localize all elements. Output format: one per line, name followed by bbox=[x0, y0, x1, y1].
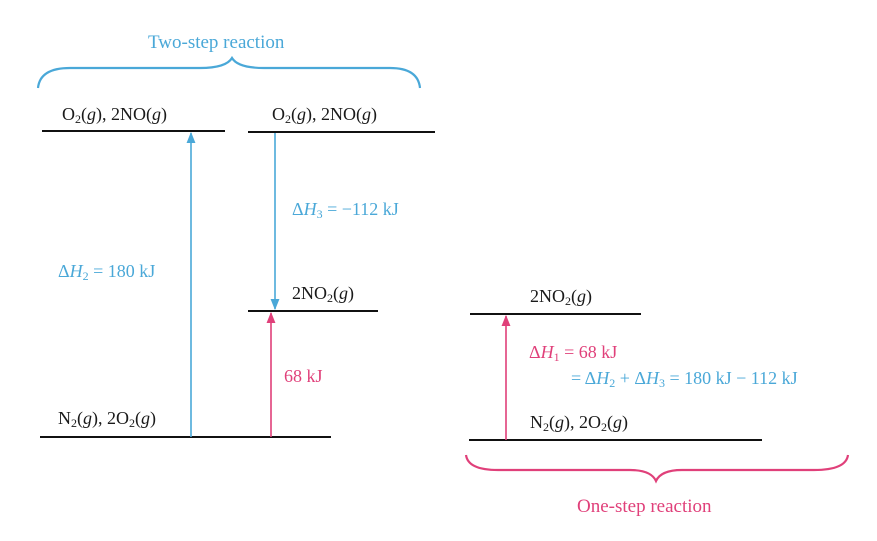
dh1-sum-label: = ΔH2 + ΔH3 = 180 kJ − 112 kJ bbox=[571, 368, 798, 390]
level-label-2no2-right: 2NO2(g) bbox=[530, 286, 592, 308]
dh1-label: ΔH1 = 68 kJ bbox=[529, 342, 618, 364]
level-label-n2-2o2-right: N2(g), 2O2(g) bbox=[530, 412, 628, 434]
dh3-label: ΔH3 = −112 kJ bbox=[292, 199, 399, 221]
level-label-2no2-left: 2NO2(g) bbox=[292, 283, 354, 305]
one-step-brace bbox=[464, 454, 850, 484]
two-step-brace bbox=[36, 55, 422, 89]
level-label-n2-2o2-left: N2(g), 2O2(g) bbox=[58, 408, 156, 430]
level-label-o2-2no-right: O2(g), 2NO(g) bbox=[272, 104, 377, 126]
one-step-title: One-step reaction bbox=[577, 496, 712, 517]
two-step-title: Two-step reaction bbox=[148, 32, 285, 53]
level-label-o2-2no-left: O2(g), 2NO(g) bbox=[62, 104, 167, 126]
dh2-label: ΔH2 = 180 kJ bbox=[58, 261, 156, 283]
step-68kj-label: 68 kJ bbox=[284, 366, 323, 386]
